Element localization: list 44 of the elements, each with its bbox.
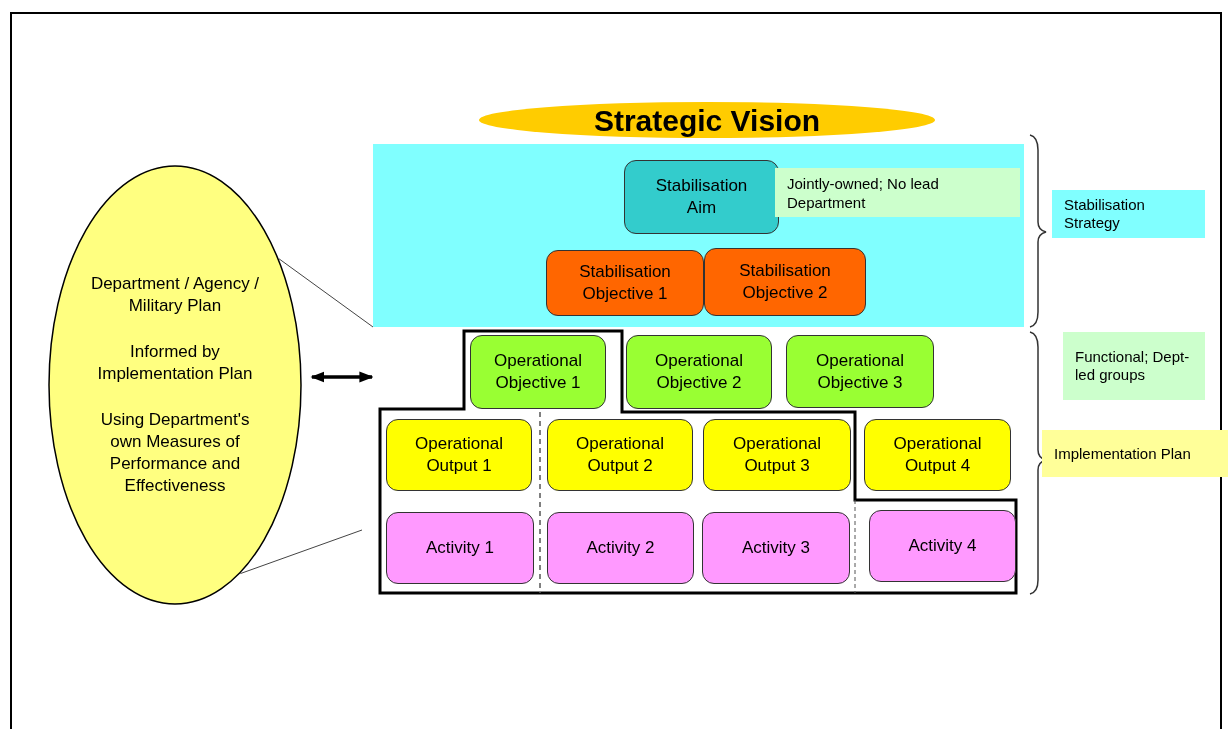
leader-line	[278, 258, 374, 328]
node-text: Operational Output 1	[414, 433, 504, 477]
activity-box	[702, 512, 850, 584]
node-text: Informed by Implementation Plan	[96, 341, 254, 385]
node-text: Activity 4	[908, 535, 977, 557]
aim-box	[624, 160, 779, 234]
node-text: Functional; Dept-led groups	[1075, 348, 1191, 384]
node-text: Using Department's own Measures of Performance and Effectiveness	[99, 409, 251, 497]
node-text: Operational Output 2	[575, 433, 665, 477]
node-text: Stabilisation Objective 2	[738, 260, 832, 304]
objective-box	[704, 248, 866, 316]
node-text: Stabilisation Strategy	[1064, 196, 1146, 232]
output-box	[703, 419, 851, 491]
strategy-band	[373, 144, 1024, 327]
activity-box	[386, 512, 534, 584]
node-text: Activity 2	[586, 537, 655, 559]
output-box	[864, 419, 1011, 491]
objective-box	[786, 335, 934, 408]
activity-box	[547, 512, 694, 584]
node-text: Operational Objective 1	[493, 350, 583, 394]
node-text: Implementation Plan	[1054, 444, 1191, 463]
objective-box	[626, 335, 772, 409]
node-text: Jointly-owned; No lead Department	[787, 173, 940, 212]
side-label	[1063, 332, 1205, 400]
node-text: Stabilisation Objective 1	[578, 261, 672, 305]
node-text: Activity 1	[426, 537, 494, 559]
objective-box	[546, 250, 704, 316]
node-text: Department / Agency / Military Plan	[89, 273, 261, 317]
objective-box	[470, 335, 606, 409]
node-text: Activity 3	[742, 537, 810, 559]
note-box	[775, 168, 1020, 217]
node-text: Strategic Vision	[593, 102, 821, 139]
node-text: Operational Output 3	[732, 433, 822, 477]
double-arrow	[310, 371, 374, 383]
leader-line	[239, 529, 363, 575]
output-box	[386, 419, 532, 491]
node-text: Operational Output 4	[892, 433, 983, 477]
node-text: Operational Objective 2	[654, 350, 744, 394]
output-box	[547, 419, 693, 491]
side-label	[1052, 190, 1205, 238]
node-text: Operational Objective 3	[815, 349, 905, 394]
activity-box	[869, 510, 1016, 582]
side-label	[1042, 430, 1228, 477]
node-text: Stabilisation Aim	[654, 175, 749, 219]
